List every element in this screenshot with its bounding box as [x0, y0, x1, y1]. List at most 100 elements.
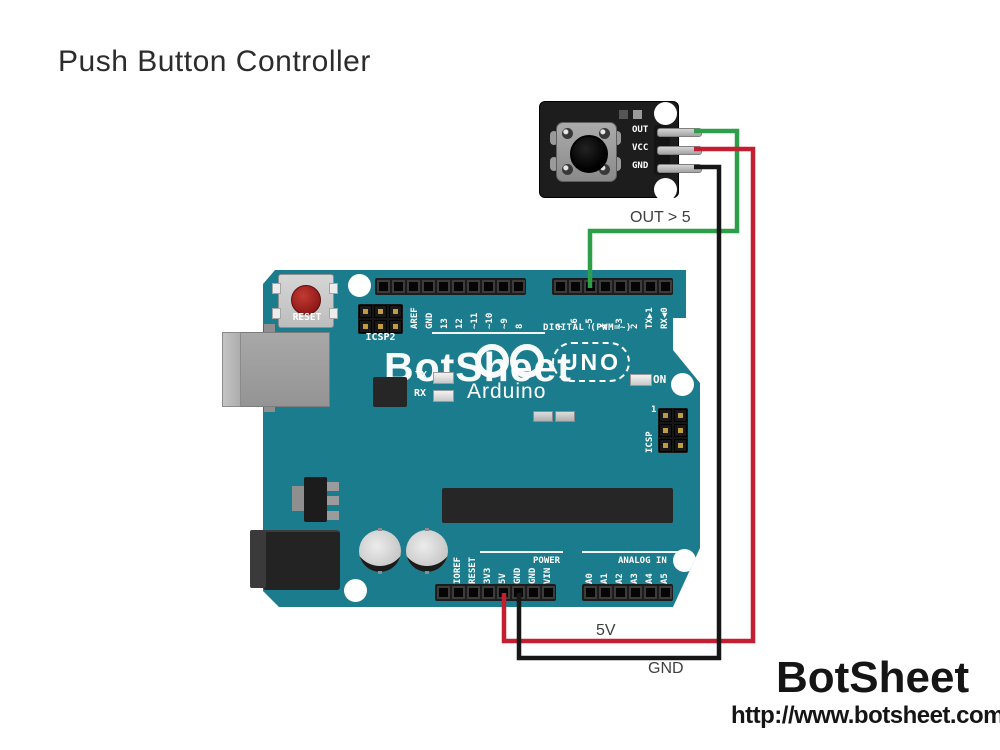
pin-hole: [436, 586, 450, 599]
power-jack: [250, 530, 340, 590]
on-led: [630, 374, 652, 386]
pin-hole: [511, 586, 525, 599]
icsp-pin1-label: 1: [651, 405, 657, 415]
module-label-vcc: VCC: [632, 143, 649, 153]
on-label: ON: [653, 373, 667, 386]
pin-label-tx1: TX▶1: [645, 307, 655, 329]
module-pin-out: [657, 128, 702, 137]
botsheet-logo: BotSheet: [776, 653, 970, 702]
tx-label: TX: [415, 370, 428, 381]
module-pin-gnd: [657, 164, 702, 173]
digital-header-right: [552, 278, 673, 295]
usb-tab: [264, 403, 275, 412]
pin-hole: [389, 305, 402, 318]
pin-label-ioref: IOREF: [453, 556, 463, 584]
mount-hole: [671, 373, 694, 396]
module-pin-vcc: [657, 146, 702, 155]
pin-hole: [628, 586, 642, 599]
usb-connector: [222, 324, 332, 414]
icsp-label: ICSP: [645, 431, 655, 453]
pin-hole: [374, 320, 387, 333]
pin-label-a3: A3: [630, 573, 640, 584]
pin-hole: [466, 586, 480, 599]
button-corner-pin: [562, 164, 573, 175]
reset-leg: [329, 283, 338, 294]
pin-label-3v3: 3V3: [483, 567, 493, 584]
pin-hole: [628, 280, 642, 293]
pin-label-gnd1: GND: [513, 567, 523, 584]
pin-hole: [659, 439, 672, 452]
icsp-header: [658, 408, 688, 453]
pin-hole: [511, 280, 525, 293]
reset-button-cap: [291, 285, 321, 315]
reset-leg: [272, 283, 281, 294]
rx-led: [433, 390, 454, 402]
smd-capacitor: [555, 411, 575, 422]
mount-hole: [344, 579, 367, 602]
pin-hole: [496, 280, 510, 293]
pin-hole: [583, 280, 597, 293]
pin-hole: [374, 305, 387, 318]
pin-hole: [674, 439, 687, 452]
pin-hole: [568, 280, 582, 293]
pin-hole: [674, 424, 687, 437]
pin-hole: [674, 409, 687, 422]
pin-hole: [658, 280, 672, 293]
usb-controller-chip: [373, 377, 407, 407]
pin-hole: [613, 586, 627, 599]
pin-hole: [659, 424, 672, 437]
button-corner-pin: [562, 128, 573, 139]
pin-label-a0: A0: [585, 573, 595, 584]
pin-hole: [451, 586, 465, 599]
pin-hole: [526, 586, 540, 599]
pin-hole: [376, 280, 390, 293]
regulator-tab: [292, 486, 304, 511]
pin-hole: [466, 280, 480, 293]
usb-front: [222, 332, 241, 407]
pin-hole: [658, 586, 672, 599]
pin-label-aref: AREF: [410, 307, 420, 329]
pin-label-a2: A2: [615, 573, 625, 584]
digital-caption: DIGITAL (PWM=~): [543, 323, 632, 333]
pin-hole: [391, 280, 405, 293]
pin-hole: [553, 280, 567, 293]
pin-label-10: ~10: [485, 312, 495, 329]
pin-hole: [643, 280, 657, 293]
electrolytic-capacitor: [359, 528, 401, 574]
pin-label-13: 13: [440, 318, 450, 329]
pin-hole: [583, 586, 597, 599]
regulator-leg: [327, 511, 339, 520]
pin-hole: [643, 586, 657, 599]
pin-label-rx0: RX◀0: [660, 307, 670, 329]
icsp2-label: ICSP2: [365, 332, 396, 343]
pin-label-8: 8: [515, 323, 525, 329]
pin-hole: [421, 280, 435, 293]
pin-hole: [496, 586, 510, 599]
atmega-chip: [442, 488, 673, 523]
ground-wire-label: GND: [648, 660, 684, 677]
pin-hole: [613, 280, 627, 293]
module-marking: [633, 110, 642, 119]
silk-line: [582, 551, 678, 553]
pin-hole: [406, 280, 420, 293]
reset-label: RESET: [292, 312, 322, 323]
pin-hole: [481, 280, 495, 293]
arduino-brand: Arduino: [467, 380, 547, 403]
pin-label-a5: A5: [660, 573, 670, 584]
pin-label-vin: VIN: [543, 567, 553, 584]
pin-hole: [451, 280, 465, 293]
signal-wire-label: OUT > 5: [630, 209, 691, 226]
power-jack-body: [263, 530, 340, 590]
regulator-leg: [327, 482, 339, 491]
pin-hole: [389, 320, 402, 333]
pin-label-5v: 5V: [498, 573, 508, 584]
pin-hole: [598, 586, 612, 599]
page-title: Push Button Controller: [58, 45, 371, 78]
pin-label-gnd: GND: [425, 312, 435, 329]
power-wire-label: 5V: [596, 622, 616, 639]
pin-hole: [359, 320, 372, 333]
reset-leg: [272, 308, 281, 319]
botsheet-url: http://www.botsheet.com: [731, 702, 1000, 729]
button-cap: [570, 135, 608, 173]
module-hole: [654, 102, 677, 125]
